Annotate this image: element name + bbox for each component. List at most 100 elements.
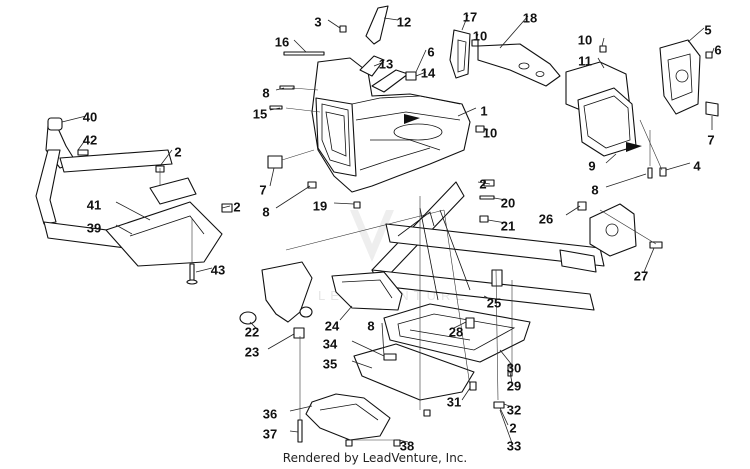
callout-number: 11 [578,54,592,69]
callout-leader-line [665,162,691,171]
callout-c17: 17 [461,10,477,31]
callout-number: 33 [507,439,521,454]
callout-leader-line [453,321,467,329]
callout-leader-line [499,409,513,444]
callout-leader-line [483,295,493,301]
callout-leader-line [269,167,275,187]
callout-c9: 9 [588,153,617,174]
callout-c36: 36 [263,405,313,422]
callout-c8d: 8 [367,319,385,357]
callout-number: 39 [87,221,101,236]
mount-bracket-part [659,39,701,115]
callout-c23: 23 [245,333,295,360]
callout-number: 17 [463,10,477,25]
callout-c5: 5 [687,23,712,43]
callout-number: 38 [400,439,414,454]
callout-leader-line [605,173,647,188]
callout-c4: 4 [665,159,701,174]
callout-leader-line [499,407,509,426]
callout-leader-line [333,202,355,205]
box-cover-part [565,61,637,157]
callout-c37: 37 [263,427,299,442]
callout-c6a: 6 [415,45,435,73]
callout-leader-line [483,127,489,131]
callout-c16: 16 [275,35,307,53]
callout-leader-line [351,360,373,369]
callout-leader-line [275,87,285,91]
callout-leader-line [275,185,311,209]
callout-leader-line [601,37,605,47]
front-bulkhead-part [311,55,471,193]
callout-c35: 35 [323,357,373,372]
callout-c30: 30 [499,349,521,376]
callout-number: 19 [313,199,327,214]
callout-leader-line [457,107,477,117]
bracket-plate-part [365,5,389,45]
callout-number: 8 [262,205,269,220]
callout-number: 6 [714,43,721,58]
callout-leader-line [643,247,655,273]
callout-c8b: 8 [262,185,311,220]
callout-leader-line [509,371,513,384]
callout-c15: 15 [253,107,281,122]
callout-c26: 26 [539,205,581,227]
callout-leader-line [115,224,133,235]
callout-c39: 39 [87,221,133,236]
callout-leader-line [499,15,529,49]
alignment-lines [159,87,663,441]
callout-number: 36 [263,407,277,422]
callout-number: 34 [323,337,338,352]
callout-leader-line [383,17,399,21]
callout-number: 7 [707,133,714,148]
callout-c24: 24 [325,305,353,334]
callout-leader-line [269,107,281,111]
front-bumper-part [35,123,223,267]
arm-bracket-part [239,261,313,325]
callout-number: 42 [83,133,97,148]
callout-c25: 25 [483,295,501,311]
rubber-block-part [267,155,283,169]
callout-number: 2 [479,177,486,192]
rubber-block-part [705,101,719,117]
callout-leader-line [339,305,353,321]
callout-number: 18 [523,11,537,26]
callout-c41: 41 [87,198,151,221]
callout-c13: 13 [373,57,393,72]
callout-leader-line [477,181,491,185]
callout-leader-line [565,205,581,216]
callout-leader-line [397,439,409,443]
callout-leader-line [289,405,313,412]
callout-leader-line [61,115,87,123]
callout-number: 8 [367,319,374,334]
callout-number: 14 [421,66,436,81]
callout-number: 22 [245,325,259,340]
arrow-icon [404,114,420,124]
callout-c7a: 7 [259,167,275,198]
callout-number: 9 [588,159,595,174]
callout-c31: 31 [447,387,471,410]
callout-number: 21 [501,219,515,234]
callout-c43: 43 [195,263,225,278]
callout-leader-line [249,321,257,329]
callout-c28: 28 [449,321,467,340]
callout-number: 20 [501,196,515,211]
callout-c7b: 7 [707,116,715,148]
callout-number: 13 [379,57,393,72]
callout-number: 8 [591,183,598,198]
callout-number: 28 [449,325,463,340]
callout-number: 23 [245,345,259,360]
callout-c42: 42 [77,133,97,151]
callout-leader-line [461,14,469,31]
callout-leader-line [293,39,307,53]
callout-leader-line [159,149,173,167]
callout-c33: 33 [499,409,521,454]
side-shield-part [331,271,403,311]
callout-leader-line [351,340,385,357]
callout-number: 10 [473,29,487,44]
callout-number: 7 [259,183,266,198]
callout-leader-line [461,387,471,401]
callout-c29: 29 [507,371,521,394]
callout-number: 40 [83,110,97,125]
